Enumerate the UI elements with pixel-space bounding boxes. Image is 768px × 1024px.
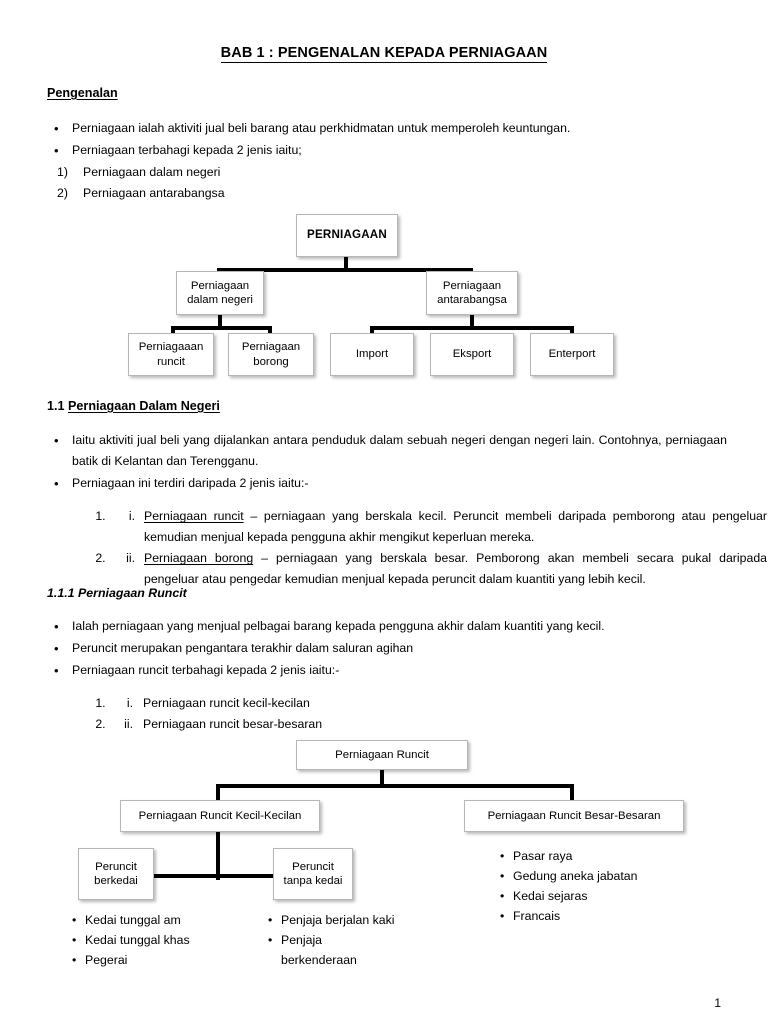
- heading-1-1-number: 1.1: [47, 399, 65, 413]
- connector-right-stem: [470, 315, 474, 330]
- list-item: Kedai sejaras: [500, 886, 720, 906]
- list-item: Perniagaan ini terdiri daripada 2 jenis …: [47, 473, 727, 494]
- list-marker: 1): [57, 165, 68, 179]
- list-marker: i.: [128, 509, 135, 524]
- connector-left-stem: [218, 315, 222, 330]
- list-item: Kedai tunggal am: [72, 910, 262, 930]
- list-item-label: – perniagaan yang berskala besar. Pembor…: [144, 551, 767, 587]
- list-item: Pasar raya: [500, 846, 720, 866]
- list-item: 1) Perniagaan dalam negeri: [47, 162, 723, 183]
- list-item: i. Perniagaan runcit – perniagaan yang be…: [109, 506, 767, 548]
- section-1-1-1-bullet-list: Ialah perniagaan yang menjual pelbagai b…: [47, 616, 727, 681]
- list-item-term: Perniagaan borong: [144, 551, 254, 566]
- chart2-node-root: Perniagaan Runcit: [296, 740, 468, 770]
- list-item-label: Perniagaan runcit besar-besaran: [143, 717, 323, 732]
- heading-1-1-1: 1.1.1 Perniagaan Runcit: [47, 586, 187, 600]
- heading-pengenalan: Pengenalan: [47, 86, 118, 100]
- section-1-1-1-roman-list: i. Perniagaan runcit kecil-kecilan ii. Per…: [69, 693, 727, 735]
- list-item: Perniagaan runcit terbahagi kepada 2 jen…: [47, 660, 727, 681]
- chart2-list-berkedai: Kedai tunggal am Kedai tunggal khas Pege…: [72, 910, 262, 970]
- list-item: Perniagaan terbahagi kepada 2 jenis iait…: [47, 140, 723, 161]
- chart2-list-tanpa-kedai: Penjaja berjalan kaki Penjajaberkenderaa…: [268, 910, 468, 970]
- intro-block: Perniagaan ialah aktiviti jual beli bara…: [47, 118, 723, 204]
- list-item: i. Perniagaan runcit kecil-kecilan: [109, 693, 727, 714]
- list-item: Pegerai: [72, 950, 262, 970]
- chart1-node-enterport: Enterport: [530, 333, 614, 376]
- page-number: 1: [714, 996, 721, 1010]
- intro-numbered-list: 1) Perniagaan dalam negeri 2) Perniagaan…: [47, 162, 723, 204]
- chart2-node-kecil-kecilan: Perniagaan Runcit Kecil-Kecilan: [120, 800, 320, 832]
- list-marker: i.: [126, 696, 133, 711]
- connector-right-child1-drop: [370, 326, 374, 336]
- heading-pengenalan-text: Pengenalan: [47, 86, 118, 100]
- section-1-1-block: Iaitu aktiviti jual beli yang dijalankan…: [47, 430, 767, 603]
- list-item: Kedai tunggal khas: [72, 930, 262, 950]
- connector2-left-drop: [216, 784, 220, 802]
- connector2-right-drop: [570, 784, 574, 802]
- chart1-node-root: PERNIAGAAN: [296, 214, 398, 257]
- list-item: 2) Perniagaan antarabangsa: [47, 183, 723, 204]
- connector-level1-bus: [217, 268, 473, 272]
- list-marker: ii.: [124, 717, 133, 732]
- list-item: Perniagaan ialah aktiviti jual beli bara…: [47, 118, 723, 139]
- heading-1-1: 1.1 Perniagaan Dalam Negeri: [47, 399, 220, 413]
- list-item: Peruncit merupakan pengantara terakhir d…: [47, 638, 727, 659]
- list-item: ii. Perniagaan runcit besar-besaran: [109, 714, 727, 735]
- section-1-1-bullet-list: Iaitu aktiviti jual beli yang dijalankan…: [47, 430, 727, 494]
- list-item: ii. Perniagaan borong – perniagaan yang b…: [109, 548, 767, 590]
- list-marker: 2): [57, 186, 68, 200]
- bullet-list: Pasar raya Gedung aneka jabatan Kedai se…: [500, 846, 720, 926]
- connector2-kecil-bus: [150, 874, 280, 878]
- section-1-1-roman-list: i. Perniagaan runcit – perniagaan yang be…: [69, 506, 767, 590]
- list-item-label: Perniagaan antarabangsa: [83, 186, 225, 200]
- heading-1-1-text: Perniagaan Dalam Negeri: [68, 399, 220, 413]
- list-item: Ialah perniagaan yang menjual pelbagai b…: [47, 616, 727, 637]
- connector-right-child3-drop: [570, 326, 574, 336]
- connector-right-bus: [370, 326, 574, 330]
- chart1-node-eksport: Eksport: [430, 333, 514, 376]
- connector-root-stem: [344, 257, 348, 272]
- list-item: Gedung aneka jabatan: [500, 866, 720, 886]
- list-item-label: Perniagaan dalam negeri: [83, 165, 221, 179]
- page-title: BAB 1 : PENGENALAN KEPADA PERNIAGAAN: [0, 45, 768, 63]
- section-1-1-1-block: Ialah perniagaan yang menjual pelbagai b…: [47, 616, 727, 748]
- list-item-term: Perniagaan runcit: [144, 509, 244, 524]
- connector2-kecil-stem: [216, 832, 220, 880]
- chart1-node-import: Import: [330, 333, 414, 376]
- list-item: Iaitu aktiviti jual beli yang dijalankan…: [47, 430, 727, 472]
- list-item: Francais: [500, 906, 720, 926]
- connector2-root-stem: [380, 770, 384, 788]
- bullet-list: Kedai tunggal am Kedai tunggal khas Pege…: [72, 910, 262, 970]
- page-title-text: BAB 1 : PENGENALAN KEPADA PERNIAGAAN: [220, 45, 548, 63]
- chart2-list-besar-besaran: Pasar raya Gedung aneka jabatan Kedai se…: [500, 846, 720, 926]
- list-item-label: Perniagaan runcit kecil-kecilan: [143, 696, 310, 711]
- connector-left-child1-drop: [171, 326, 175, 336]
- list-item-label: – perniagaan yang berskala kecil. Perunc…: [144, 509, 767, 545]
- connector-left-bus: [171, 326, 272, 330]
- bullet-list: Penjaja berjalan kaki Penjajaberkenderaa…: [268, 910, 468, 970]
- chart2-node-besar-besaran: Perniagaan Runcit Besar-Besaran: [464, 800, 684, 832]
- connector-left-child2-drop: [268, 326, 272, 336]
- list-item: Penjaja berjalan kaki: [268, 910, 468, 930]
- intro-bullet-list: Perniagaan ialah aktiviti jual beli bara…: [47, 118, 723, 161]
- connector2-level1-bus: [216, 784, 574, 788]
- list-marker: ii.: [126, 551, 135, 566]
